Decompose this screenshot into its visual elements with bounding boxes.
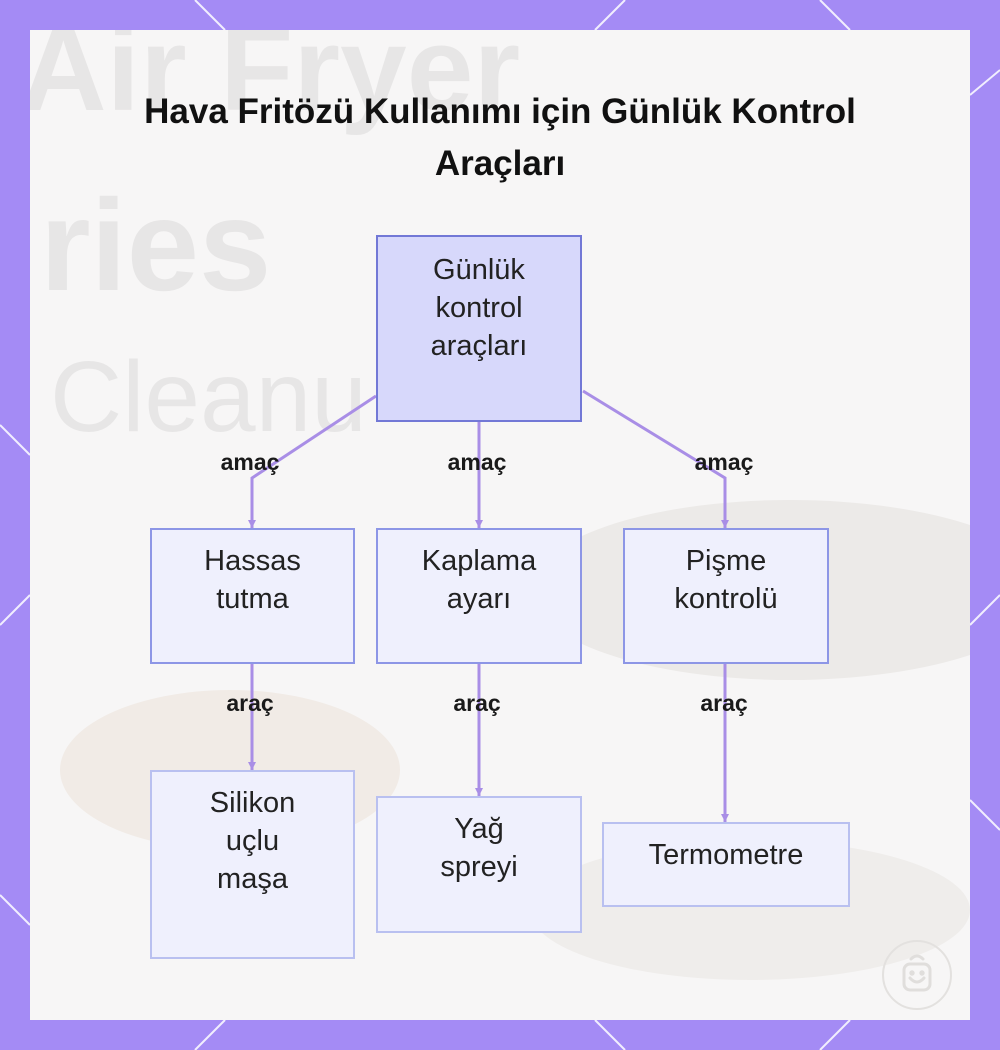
node-pisme-line-1: Pişme	[685, 545, 767, 577]
edge-label-amac-3: amaç	[694, 449, 754, 475]
node-termometre-line-1: Termometre	[648, 839, 804, 871]
edge-label-arac-3: araç	[700, 690, 748, 716]
background-text-1: Air Fryer	[30, 30, 521, 136]
node-root-line-3: araçları	[430, 330, 528, 362]
edge-label-amac-2: amaç	[447, 449, 507, 475]
node-silikon-uclu-masa: Silikon uçlu maşa	[150, 770, 355, 959]
diagram-title: Hava Fritözü Kullanımı için Günlük Kontr…	[144, 92, 856, 183]
arrowhead-yag	[475, 788, 483, 796]
node-hassas-line-1: Hassas	[204, 545, 301, 577]
edge-label-arac-2: araç	[453, 690, 501, 716]
node-silikon-line-2: uçlu	[225, 825, 280, 857]
node-root-line-2: kontrol	[435, 292, 523, 324]
node-hassas-line-2: tutma	[216, 583, 289, 615]
node-silikon-line-1: Silikon	[209, 787, 296, 819]
node-root-line-1: Günlük	[433, 254, 525, 286]
arrowhead-hassas	[248, 520, 256, 528]
node-yag-line-2: spreyi	[440, 851, 518, 883]
background-text-3: Cleanu	[50, 341, 367, 453]
arrowhead-pisme	[721, 520, 729, 528]
node-kaplama-ayari: Kaplama ayarı	[376, 528, 582, 664]
node-root: Günlük kontrol araçları	[376, 235, 582, 422]
node-kaplama-line-2: ayarı	[446, 583, 512, 615]
node-silikon-line-3: maşa	[217, 863, 288, 895]
arrowhead-kaplama	[475, 520, 483, 528]
node-pisme-line-2: kontrolü	[674, 583, 778, 615]
edge-label-amac-1: amaç	[220, 449, 280, 475]
arrowhead-silikon	[248, 762, 256, 770]
smiling-pot-logo-icon	[882, 940, 952, 1010]
arrowhead-termometre	[721, 814, 729, 822]
node-yag-line-1: Yağ	[454, 813, 504, 845]
connector-root-to-pisme	[582, 389, 727, 528]
background-text-2: ries	[40, 172, 272, 318]
edge-label-arac-1: araç	[226, 690, 274, 716]
connector-root-to-hassas	[250, 394, 377, 528]
node-kaplama-line-1: Kaplama	[421, 545, 537, 577]
node-termometre: Termometre	[602, 822, 850, 907]
node-pisme-kontrolu: Pişme kontrolü	[623, 528, 829, 664]
node-yag-spreyi: Yağ spreyi	[376, 796, 582, 933]
node-hassas-tutma: Hassas tutma	[150, 528, 355, 664]
